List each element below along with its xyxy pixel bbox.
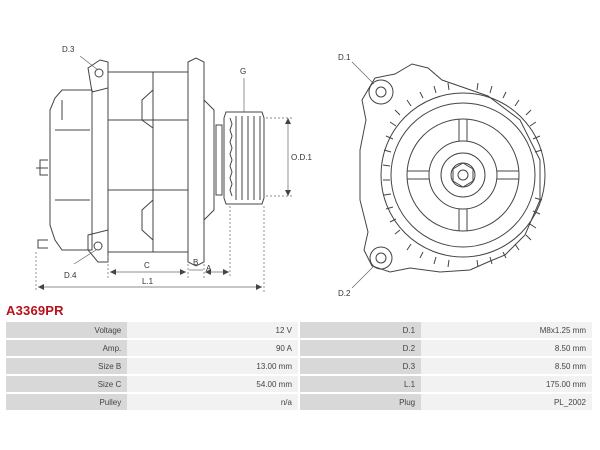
spec-value: PL_2002 — [421, 394, 592, 410]
spec-value: 54.00 mm — [127, 376, 298, 392]
spec-gap — [297, 340, 300, 356]
alternator-drawing-svg: D.3 D.4 G O.D.1 C B A L.1 D.1 D.2 — [35, 45, 546, 298]
spec-label: Size B — [6, 358, 128, 374]
spec-gap — [297, 394, 300, 410]
label-d1: D.1 — [338, 53, 351, 62]
label-a: A — [206, 264, 212, 273]
spec-value: n/a — [127, 394, 298, 410]
spec-gap — [297, 322, 300, 338]
spec-label: D.2 — [299, 340, 422, 356]
label-l1: L.1 — [142, 277, 154, 286]
arrowheads — [38, 118, 291, 290]
spec-value: 8.50 mm — [421, 358, 592, 374]
side-view — [36, 57, 265, 267]
spec-value: 13.00 mm — [127, 358, 298, 374]
label-c: C — [144, 261, 150, 270]
spec-table: Voltage 12 V D.1 M8x1.25 mm Amp. 90 A D.… — [6, 320, 592, 412]
spec-label: D.3 — [299, 358, 422, 374]
spec-label: Plug — [299, 394, 422, 410]
spec-row: Voltage 12 V D.1 M8x1.25 mm — [6, 322, 592, 338]
label-od1: O.D.1 — [291, 153, 312, 162]
spec-value: 90 A — [127, 340, 298, 356]
spec-value: 8.50 mm — [421, 340, 592, 356]
spec-label: Pulley — [6, 394, 128, 410]
spec-label: Size C — [6, 376, 128, 392]
spec-label: D.1 — [299, 322, 422, 338]
spec-label: Amp. — [6, 340, 128, 356]
label-d2: D.2 — [338, 289, 351, 298]
part-number: A3369PR — [6, 303, 64, 318]
label-b: B — [193, 258, 198, 267]
spec-value: 12 V — [127, 322, 298, 338]
spec-row: Size B 13.00 mm D.3 8.50 mm — [6, 358, 592, 374]
front-view — [351, 61, 546, 289]
spec-value: M8x1.25 mm — [421, 322, 592, 338]
spec-value: 175.00 mm — [421, 376, 592, 392]
spec-label: L.1 — [299, 376, 422, 392]
label-d4: D.4 — [64, 271, 77, 280]
spec-gap — [297, 376, 300, 392]
label-d3: D.3 — [62, 45, 75, 54]
spec-gap — [297, 358, 300, 374]
label-g: G — [240, 67, 246, 76]
spec-row: Pulley n/a Plug PL_2002 — [6, 394, 592, 410]
spec-row: Amp. 90 A D.2 8.50 mm — [6, 340, 592, 356]
dimension-lines — [35, 55, 292, 292]
spec-label: Voltage — [6, 322, 128, 338]
spec-row: Size C 54.00 mm L.1 175.00 mm — [6, 376, 592, 392]
technical-drawing: D.3 D.4 G O.D.1 C B A L.1 D.1 D.2 — [35, 45, 546, 298]
